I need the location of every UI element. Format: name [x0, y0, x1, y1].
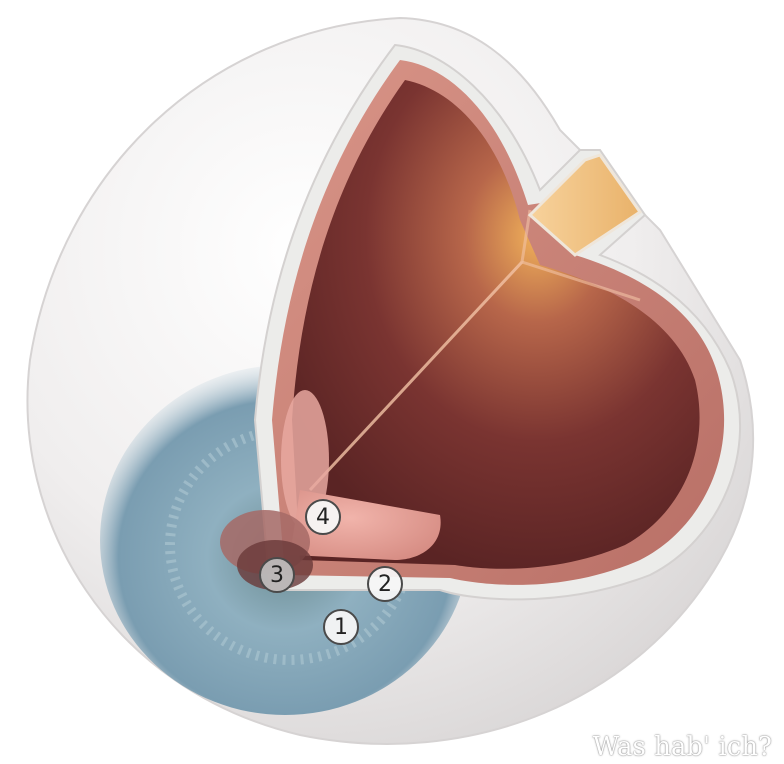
marker-2-label: 2 [378, 572, 392, 597]
marker-4-label: 4 [316, 505, 330, 530]
marker-2: 2 [367, 566, 403, 602]
marker-1: 1 [323, 609, 359, 645]
marker-1-label: 1 [334, 615, 348, 640]
marker-3: 3 [259, 557, 295, 593]
marker-3-label: 3 [270, 563, 284, 588]
marker-4: 4 [305, 499, 341, 535]
watermark-text: Was hab' ich? [593, 732, 772, 762]
